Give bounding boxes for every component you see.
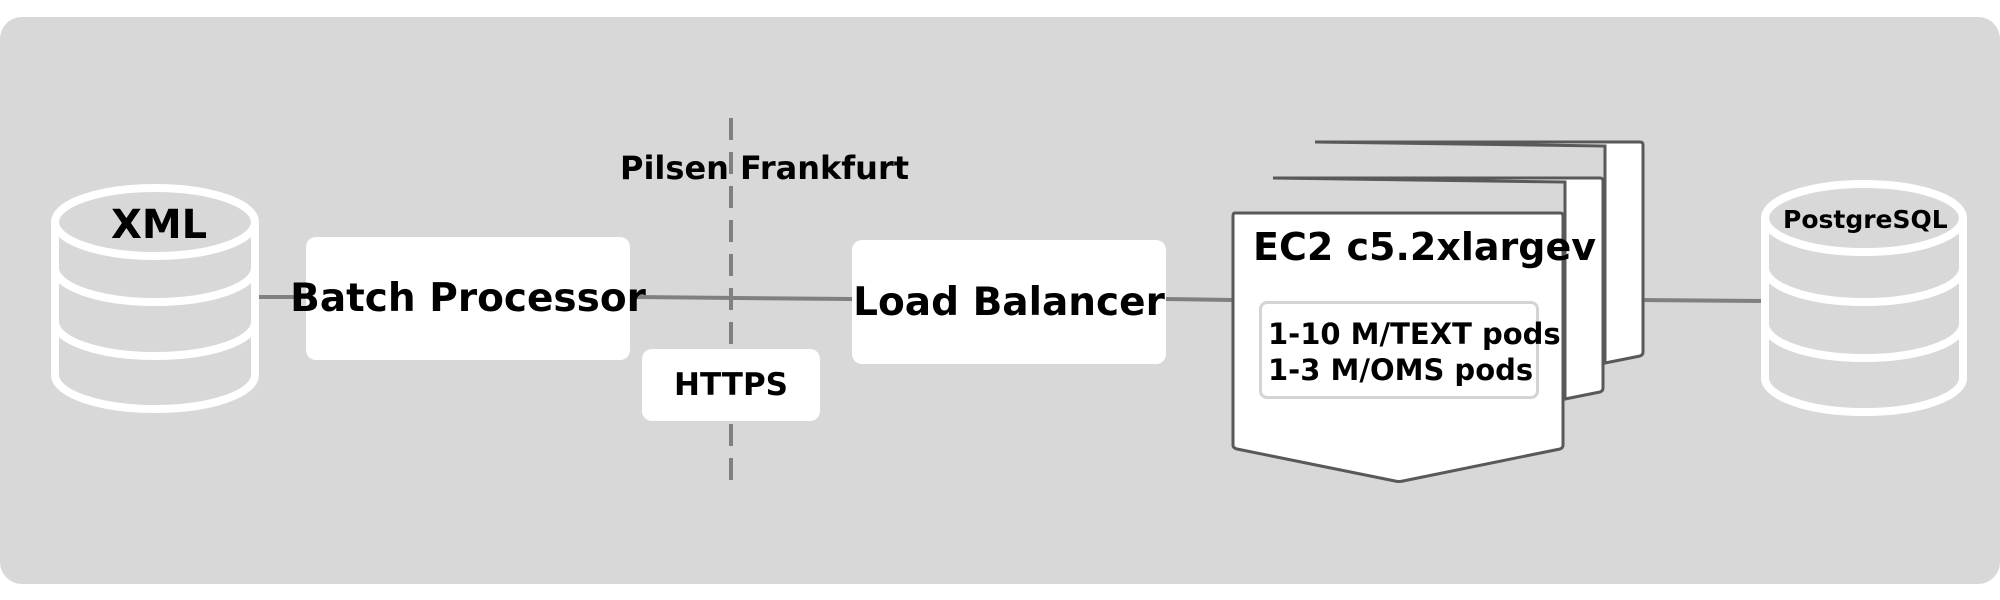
connector-ec2-postgresql — [1640, 298, 1764, 303]
ec2-instance-middle — [1272, 176, 1605, 401]
postgresql-label: PostgreSQL — [1783, 205, 1948, 234]
load-balancer-label: Load Balancer — [853, 279, 1165, 325]
region-label-pilsen: Pilsen — [620, 149, 729, 187]
connector-batch-loadbalancer — [629, 295, 853, 301]
pods-list: 1-10 M/TEXT pods 1-3 M/OMS pods — [1259, 301, 1561, 399]
batch-processor-label: Batch Processor — [290, 276, 646, 321]
batch-processor-node: Batch Processor — [290, 237, 646, 360]
ec2-instance-back — [1314, 140, 1645, 365]
https-label: HTTPS — [674, 367, 788, 403]
pod-item-oms: 1-3 M/OMS pods — [1268, 353, 1534, 387]
xml-label: XML — [111, 202, 208, 248]
load-balancer-node: Load Balancer — [852, 240, 1166, 364]
pod-item-text: 1-10 M/TEXT pods — [1268, 317, 1561, 351]
connector-loadbalancer-ec2 — [1165, 297, 1234, 302]
postgresql-database-icon — [1761, 180, 1967, 416]
https-protocol-box: HTTPS — [642, 349, 820, 421]
ec2-instance-label: EC2 c5.2xlargev — [1253, 225, 1597, 269]
ec2-instance-stack — [1231, 140, 1645, 483]
xml-database-icon — [51, 184, 259, 413]
region-label-frankfurt: Frankfurt — [740, 149, 910, 187]
connectors — [255, 295, 1764, 303]
ec2-instance-front — [1231, 211, 1565, 483]
